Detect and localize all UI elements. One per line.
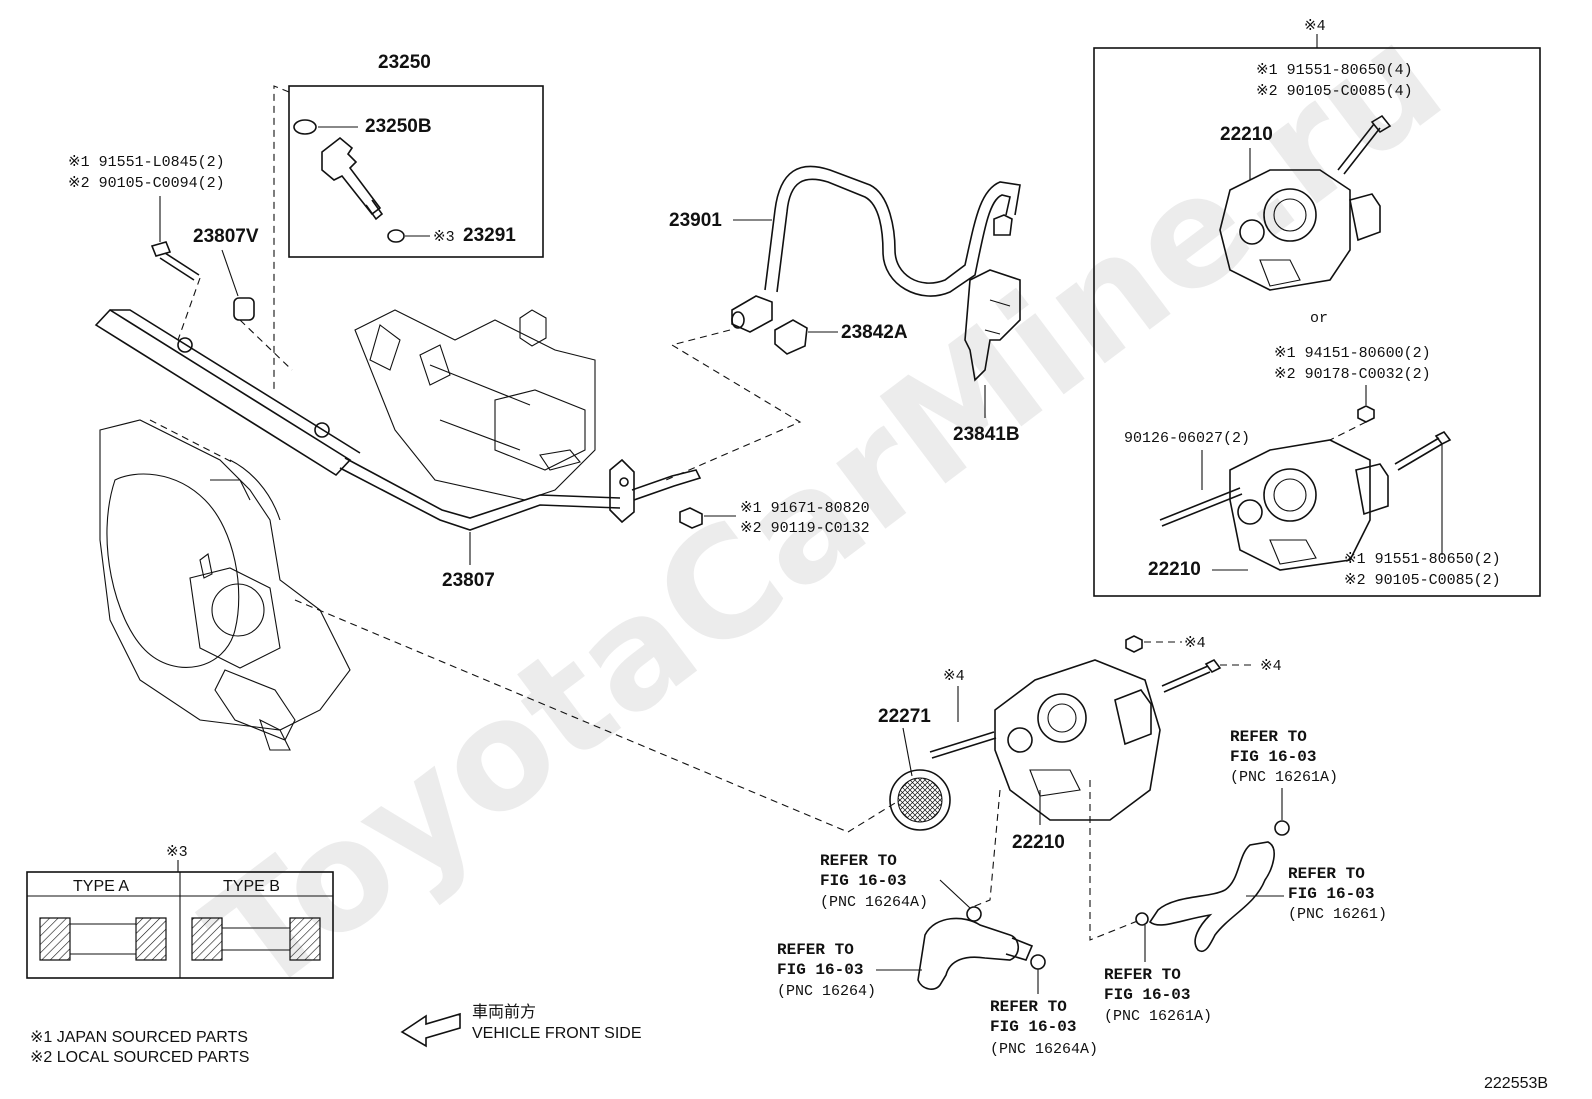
label-note4-bolt: ※4 xyxy=(1260,658,1282,675)
inset-top-bolt-jp: ※1 91551-80650(4) xyxy=(1256,62,1413,79)
svg-text:FIG 16-03: FIG 16-03 xyxy=(1288,885,1374,903)
svg-text:FIG 16-03: FIG 16-03 xyxy=(1230,748,1316,766)
refer-callout-6: REFER TO FIG 16-03 (PNC 16264A) xyxy=(990,969,1098,1058)
svg-text:(PNC 16264A): (PNC 16264A) xyxy=(990,1041,1098,1058)
inset-bottom-bolt-icon xyxy=(1394,430,1452,471)
legend-local: ※2 LOCAL SOURCED PARTS xyxy=(30,1049,249,1066)
delivery-pipe-icon xyxy=(94,308,621,531)
label-note4-stud: ※4 xyxy=(943,668,965,685)
hose-clamp-icon xyxy=(774,319,808,355)
svg-text:(PNC 16264): (PNC 16264) xyxy=(777,983,876,1000)
label-note4-nut: ※4 xyxy=(1184,635,1206,652)
main-bolt-icon xyxy=(1161,658,1222,693)
intake-manifold-icon xyxy=(99,419,351,751)
label-22271: 22271 xyxy=(878,706,931,727)
front-en: VEHICLE FRONT SIDE xyxy=(472,1025,642,1042)
svg-text:(PNC 16261): (PNC 16261) xyxy=(1288,906,1387,923)
refer-callout-5: REFER TO FIG 16-03 (PNC 16261A) xyxy=(1104,925,1212,1025)
label-23841b: 23841B xyxy=(953,424,1020,445)
svg-text:FIG 16-03: FIG 16-03 xyxy=(777,961,863,979)
legend-japan: ※1 JAPAN SOURCED PARTS xyxy=(30,1029,248,1046)
inset-bottom-label-22210: 22210 xyxy=(1148,559,1201,580)
main-nut-icon xyxy=(1125,635,1143,653)
inset-top-label-22210: 22210 xyxy=(1220,124,1273,145)
svg-text:REFER TO: REFER TO xyxy=(777,941,854,959)
svg-text:FIG 16-03: FIG 16-03 xyxy=(990,1018,1076,1036)
label-pipe-bolt-local: ※2 90119-C0132 xyxy=(740,520,870,537)
hose-bracket-icon xyxy=(964,269,1021,382)
inset-or: or xyxy=(1310,310,1328,327)
inset-stud-icon xyxy=(1159,487,1243,527)
spacer-icon xyxy=(233,297,255,321)
inset-nut-icon xyxy=(1357,405,1375,423)
type-a-section-icon xyxy=(39,917,167,961)
label-note3: ※3 xyxy=(433,229,455,246)
svg-text:REFER TO: REFER TO xyxy=(990,998,1067,1016)
type-table: TYPE A TYPE B xyxy=(26,871,334,979)
front-jp: 車両前方 xyxy=(472,1003,536,1021)
gasket-icon xyxy=(889,769,951,831)
label-23250b: 23250B xyxy=(365,116,432,137)
type-table-note3: ※3 xyxy=(166,844,188,861)
inset-stud: 90126-06027(2) xyxy=(1124,430,1250,447)
inset-top-bolt-icon xyxy=(1337,114,1392,175)
label-pipe-bolt-jp: ※1 91671-80820 xyxy=(740,500,870,517)
inset-nut-jp: ※1 94151-80600(2) xyxy=(1274,345,1431,362)
type-a-header: TYPE A xyxy=(73,878,129,895)
inset-bottom-bolt-jp: ※1 91551-80650(2) xyxy=(1344,551,1501,568)
engine-block-icon xyxy=(354,309,596,501)
type-b-section-icon xyxy=(191,917,321,961)
inset-note4: ※4 xyxy=(1304,18,1326,35)
bolt-icon xyxy=(150,241,200,281)
label-23291: 23291 xyxy=(463,225,516,246)
coolant-hose-right-icon xyxy=(1135,820,1290,953)
label-22210-main: 22210 xyxy=(1012,832,1065,853)
type-b-header: TYPE B xyxy=(223,878,280,895)
svg-text:FIG 16-03: FIG 16-03 xyxy=(1104,986,1190,1004)
pipe-connector-icon xyxy=(609,458,702,524)
injector-icon xyxy=(293,119,405,243)
svg-text:REFER TO: REFER TO xyxy=(1230,728,1307,746)
throttle-body-top-icon xyxy=(1219,169,1381,291)
label-23901: 23901 xyxy=(669,210,722,231)
refer-callout-4: REFER TO FIG 16-03 (PNC 16264) xyxy=(777,941,922,1000)
svg-text:REFER TO: REFER TO xyxy=(1288,865,1365,883)
throttle-body-bottom-icon xyxy=(1229,439,1389,571)
svg-text:(PNC 16261A): (PNC 16261A) xyxy=(1230,769,1338,786)
throttle-body-main-icon xyxy=(994,659,1161,821)
main-stud-icon xyxy=(929,731,997,759)
fuel-hose-icon xyxy=(731,165,1021,333)
diagram-id: 222553B xyxy=(1484,1075,1548,1092)
inset-bottom-bolt-local: ※2 90105-C0085(2) xyxy=(1344,572,1501,589)
refer-callout-3: REFER TO FIG 16-03 (PNC 16261) xyxy=(1246,865,1387,923)
label-23250: 23250 xyxy=(378,52,431,73)
coolant-hose-left-icon xyxy=(917,906,1046,990)
label-23807: 23807 xyxy=(442,570,495,591)
refer-callout-1: REFER TO FIG 16-03 (PNC 16261A) xyxy=(1230,728,1338,820)
injector-box xyxy=(288,85,544,258)
label-23842a: 23842A xyxy=(841,322,908,343)
refer-callout-2: REFER TO FIG 16-03 (PNC 16264A) xyxy=(820,852,971,911)
svg-text:FIG 16-03: FIG 16-03 xyxy=(820,872,906,890)
label-bolt-jp-l0845: ※1 91551-L0845(2) xyxy=(68,154,225,171)
inset-top-bolt-local: ※2 90105-C0085(4) xyxy=(1256,83,1413,100)
label-23807v: 23807V xyxy=(193,226,259,247)
svg-text:(PNC 16261A): (PNC 16261A) xyxy=(1104,1008,1212,1025)
front-arrow-icon xyxy=(400,1012,461,1048)
svg-text:REFER TO: REFER TO xyxy=(1104,966,1181,984)
svg-text:(PNC 16264A): (PNC 16264A) xyxy=(820,894,928,911)
inset-nut-local: ※2 90178-C0032(2) xyxy=(1274,366,1431,383)
pipe-bolt-icon xyxy=(679,507,703,529)
svg-text:REFER TO: REFER TO xyxy=(820,852,897,870)
label-bolt-local-c0094: ※2 90105-C0094(2) xyxy=(68,175,225,192)
